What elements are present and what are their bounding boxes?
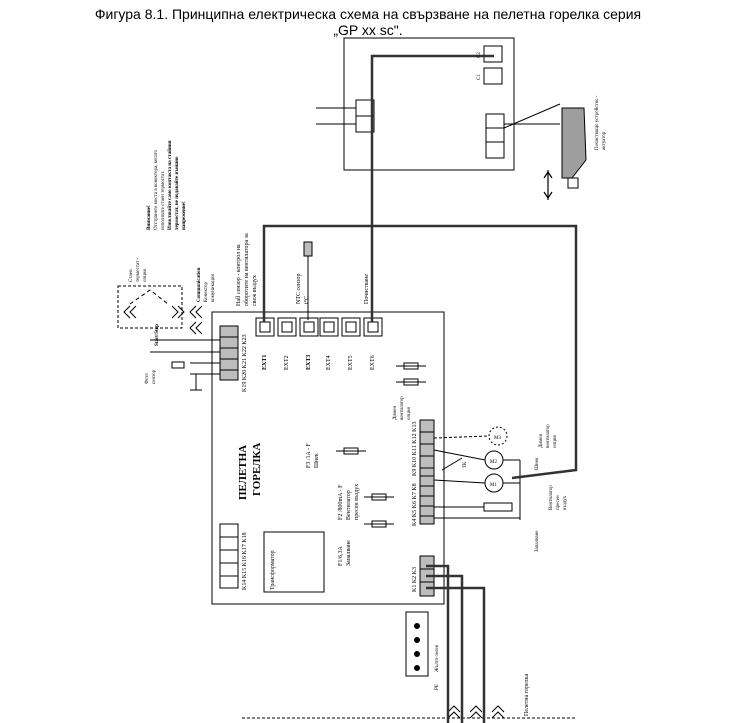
right-connector-mid <box>419 475 435 525</box>
fresh-fan-label-1: Вентилатор <box>549 485 554 510</box>
dim-fan-label-2: вентилатор <box>400 396 405 420</box>
left-connector <box>219 325 239 381</box>
main-board <box>211 311 445 605</box>
cleaning-device-label-2: актуатор <box>602 131 607 150</box>
warning-6: напрежение! <box>182 201 187 230</box>
communication-2: Конектор <box>204 282 209 302</box>
auger-label: Шнек <box>535 457 540 470</box>
fuse-f3-label: F3 /1A - F <box>306 442 312 468</box>
c1-label: C1 <box>477 74 482 80</box>
ext2-label: EXT2 <box>284 355 290 370</box>
board-title-2: ГОРЕЛКА <box>251 443 263 496</box>
bottom-left-connector-label: K14 K15 K16 K17 K18 <box>242 532 248 590</box>
fan-option-label-3: опция <box>553 434 558 448</box>
communication-3: комуникация <box>211 273 216 302</box>
fresh-fan-label-2: пресен <box>556 495 561 510</box>
hall-label-1: Hall сензор - контрол на <box>236 244 242 306</box>
dim-fan-label-3: опция <box>407 406 412 420</box>
m2-label: M2 <box>490 460 497 465</box>
cleaning-label: Почистване <box>364 274 370 304</box>
figure-caption: Фигура 8.1. Принципна електрическа схема… <box>0 6 736 38</box>
dim-fan-label-1: Димен <box>393 406 398 420</box>
board-title-1: ПЕЛЕТНА <box>237 445 249 500</box>
transformer <box>263 531 325 593</box>
warning-1: Внимание! <box>147 205 152 230</box>
ignition-heater <box>483 502 513 512</box>
ignition-label: Запалване <box>535 530 540 552</box>
room-thermostat-2: термостат - <box>136 257 141 282</box>
yellow-green-label: Жълто-зелен <box>435 644 440 672</box>
top-device-box <box>343 37 515 171</box>
transformer-label: Трансформатор <box>269 550 276 590</box>
start-stop-label: Start/Stop <box>155 324 160 346</box>
ext2-terminal[interactable] <box>277 317 297 337</box>
ext6-label: EXT6 <box>370 355 376 370</box>
k-right-bot-label: K1 K2 K3 <box>412 567 418 592</box>
fan-option-label-2: вентилатор <box>546 424 551 448</box>
hall-label-3: свеж въздух <box>252 275 258 306</box>
fuse-f1-label-2: Запалване <box>346 540 352 566</box>
warning-3: използвате стаен термостат. <box>161 171 166 230</box>
caption-line-2: „GP xx sc". <box>333 22 403 38</box>
photo-sensor-label-2: сензор <box>152 369 157 384</box>
fuse-f3-label-2: Шнек <box>314 453 320 468</box>
fan-option-label-1: Димен <box>539 434 544 448</box>
warning-4: Използвайте само контакта на стайния <box>168 140 173 230</box>
burner-label: Пелетна горелка <box>524 674 530 716</box>
pe-label: PE <box>435 684 440 690</box>
ext3-label: EXT3 <box>306 355 312 370</box>
ext3-terminal[interactable] <box>299 317 319 337</box>
photo-sensor-label-1: Фото <box>145 372 150 384</box>
ntc-sensor <box>303 241 313 257</box>
top-device-terminal-c1 <box>483 67 503 85</box>
right-connector-top <box>419 419 435 481</box>
room-thermostat-3: опция <box>143 268 148 282</box>
fuse-f2-label-3: пресен въздух <box>354 484 360 520</box>
bottom-left-connector <box>219 523 239 589</box>
ext4-terminal[interactable] <box>319 317 339 337</box>
wire-ext1-to-auger <box>262 224 578 480</box>
warning-2: Отстранете моста в конектора, когато <box>154 149 159 230</box>
pe-terminal-block <box>405 611 429 677</box>
k-right-mid-label: K4 K5 K6 K7 K8 <box>412 483 418 526</box>
m1-label: M1 <box>490 483 497 488</box>
k-right-top-label: K9 K10 K11 K12 K13 <box>412 422 418 476</box>
cleaning-actuator <box>561 107 587 179</box>
ext4-label: EXT4 <box>326 355 332 370</box>
cleaning-device-label-1: Почистващо устройство - <box>595 95 600 150</box>
ext1-label: EXT1 <box>262 355 268 370</box>
ext5-label: EXT5 <box>348 355 354 370</box>
top-device-terminals-right <box>485 113 505 159</box>
photo-sensor <box>171 361 185 369</box>
hall-label-2: оборотите на вентилатора за <box>243 233 250 306</box>
tk-label: ТК <box>463 461 468 468</box>
room-thermostat-1: Стаен <box>129 269 134 282</box>
ntc-label-2: t°C <box>303 296 310 304</box>
fresh-fan-label-3: въздух <box>563 495 568 510</box>
m3-label: M3 <box>494 436 501 441</box>
room-thermostat-box <box>117 285 183 329</box>
communication-1: Communication <box>197 267 202 302</box>
warning-5: термостат, не подавайте външно <box>175 156 180 230</box>
wire-ext6-to-top-device <box>370 54 494 322</box>
fuse-f1-label: F1/6,3A <box>338 545 344 566</box>
ext5-terminal[interactable] <box>341 317 361 337</box>
fuse-f2-label: F2 /800mA - F <box>338 484 344 520</box>
c2-label: C2 <box>477 52 482 58</box>
fuse-f2-label-2: Вентилатор <box>346 490 352 520</box>
caption-line-1: Фигура 8.1. Принципна електрическа схема… <box>94 6 642 22</box>
ntc-label-1: NTC сензор <box>296 274 302 304</box>
top-device-terminal-c2 <box>483 45 503 63</box>
left-connector-label: K19 K20 K21 K22 K23 <box>242 334 248 392</box>
